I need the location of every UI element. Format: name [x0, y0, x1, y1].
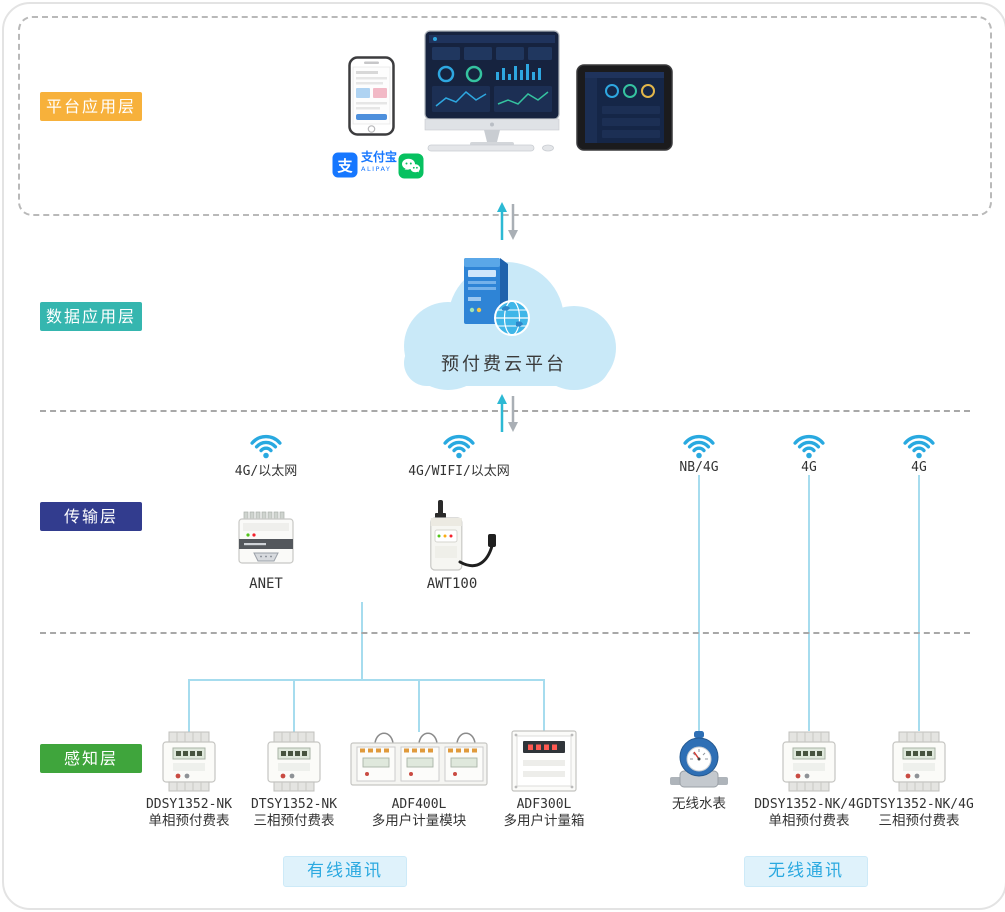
device-label: DTSY1352-NK 三相预付费表	[250, 797, 338, 829]
desktop-monitor-icon	[424, 30, 560, 152]
alipay-icon: 支	[332, 152, 358, 178]
single-phase-prepaid-meter-4g-icon	[782, 731, 836, 792]
single-phase-prepaid-meter-icon	[162, 731, 216, 792]
wechat-icon	[398, 153, 424, 179]
wired-drop-line	[418, 679, 420, 732]
wifi-label-4g-b: 4G	[911, 460, 927, 475]
multi-user-metering-box-icon	[511, 730, 577, 792]
smartphone-icon	[348, 56, 395, 136]
device-label: DDSY1352-NK/4G 单相预付费表	[754, 797, 864, 829]
wifi-icon	[793, 434, 825, 460]
three-phase-prepaid-meter-icon	[267, 731, 321, 792]
device-label: ADF300L 多用户计量箱	[503, 797, 585, 829]
wired-trunk-line	[361, 602, 363, 680]
device-label: ADF400L 多用户计量模块	[371, 797, 467, 829]
wired-drop-line	[188, 679, 190, 732]
awt100-gateway-icon	[430, 500, 496, 571]
device-label: DDSY1352-NK 单相预付费表	[145, 797, 233, 829]
wireless-communication-badge: 无线通讯	[744, 856, 868, 887]
svg-text:支: 支	[336, 157, 353, 175]
wired-drop-line	[293, 679, 295, 732]
wireless-water-meter-icon	[670, 731, 728, 788]
layer-divider-2	[40, 632, 970, 634]
wifi-label-ethernet-4g: 4G/以太网	[234, 464, 298, 479]
cloud-platform-title: 预付费云平台	[441, 354, 567, 375]
three-phase-prepaid-meter-4g-icon	[892, 731, 946, 792]
wifi-label-nb-4g: NB/4G	[679, 460, 719, 475]
wifi-icon	[443, 434, 475, 460]
anet-gateway-icon	[238, 511, 294, 564]
wireless-link-line	[808, 475, 810, 731]
layer-divider-1	[40, 410, 970, 412]
wireless-link-line	[918, 475, 920, 731]
alipay-wordmark: 支付宝 ALIPAY	[361, 150, 398, 173]
cloud-server-icon	[464, 258, 530, 336]
wifi-icon	[250, 434, 282, 460]
wifi-icon	[683, 434, 715, 460]
data-flow-arrows-icon	[495, 200, 520, 242]
awt100-label: AWT100	[426, 576, 478, 592]
data-flow-arrows-icon	[495, 392, 520, 434]
layer-label-transmission: 传输层	[40, 502, 142, 531]
platform-layer-box	[18, 16, 992, 216]
wifi-icon	[903, 434, 935, 460]
device-label: 无线水表	[672, 796, 726, 812]
wired-communication-badge: 有线通讯	[283, 856, 407, 887]
wifi-label-4g-a: 4G	[801, 460, 817, 475]
multi-user-metering-module-icon	[350, 732, 488, 786]
device-label: DTSY1352-NK/4G 三相预付费表	[864, 797, 974, 829]
layer-label-platform: 平台应用层	[40, 92, 142, 121]
wired-bus-line	[189, 679, 545, 681]
wireless-link-line	[698, 475, 700, 731]
layer-label-data: 数据应用层	[40, 302, 142, 331]
cloud-shape	[404, 262, 616, 390]
wired-drop-line	[543, 679, 545, 732]
layer-label-perception: 感知层	[40, 744, 142, 773]
tablet-icon	[576, 64, 673, 151]
wifi-label-4g-wifi-ethernet: 4G/WIFI/以太网	[408, 464, 510, 479]
anet-label: ANET	[249, 576, 283, 592]
